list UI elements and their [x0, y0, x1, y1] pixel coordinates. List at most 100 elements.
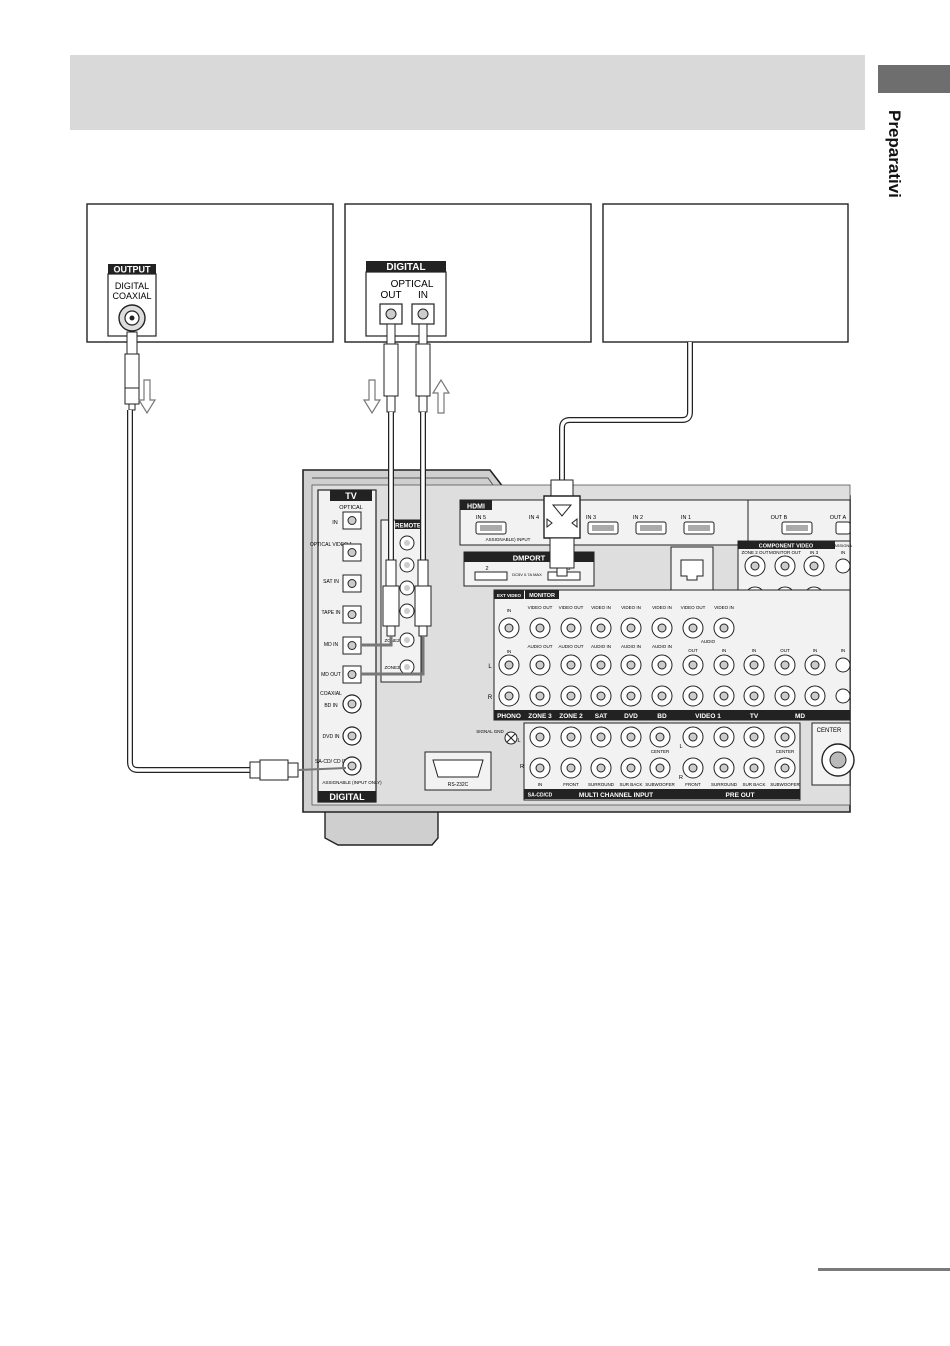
- svg-text:HDMI: HDMI: [467, 504, 485, 511]
- continue-rule: [818, 1268, 950, 1271]
- svg-text:SAT IN: SAT IN: [323, 579, 339, 585]
- optical-cable-out: [361, 323, 400, 647]
- svg-text:ZONE 2: ZONE 2: [559, 713, 583, 720]
- optical-label: OPTICAL: [391, 279, 434, 290]
- flow-arrow-down-optical: [362, 379, 382, 415]
- svg-text:IN 1: IN 1: [681, 515, 691, 521]
- rs232c-port: RS-232C: [424, 751, 492, 791]
- svg-text:REMOTE: REMOTE: [395, 524, 421, 530]
- svg-text:DVD IN: DVD IN: [323, 734, 340, 740]
- svg-text:IN 3: IN 3: [810, 550, 819, 555]
- svg-text:CENTER: CENTER: [817, 728, 842, 734]
- svg-text:PRE OUT: PRE OUT: [726, 792, 755, 799]
- svg-text:SA-CD/CD: SA-CD/CD: [528, 793, 553, 799]
- svg-text:IN: IN: [538, 782, 543, 787]
- svg-text:AUDIO OUT: AUDIO OUT: [527, 644, 552, 649]
- optical-cable-in: [361, 323, 432, 676]
- center-speaker-terminal: CENTER: [811, 722, 855, 786]
- svg-text:OUT A: OUT A: [830, 515, 847, 521]
- svg-text:DC5V 0.7A MAX: DC5V 0.7A MAX: [512, 572, 542, 577]
- svg-text:COAXIAL: COAXIAL: [320, 691, 342, 697]
- svg-text:ASSIGNABLE (INPUT ONLY): ASSIGNABLE (INPUT ONLY): [322, 780, 382, 785]
- svg-text:VIDEO OUT: VIDEO OUT: [528, 605, 553, 610]
- svg-text:AUDIO: AUDIO: [701, 639, 716, 644]
- tv-device-box: [602, 203, 849, 343]
- svg-text:AUDIO IN: AUDIO IN: [652, 644, 672, 649]
- signal-gnd-terminal: SIGNAL GND: [476, 729, 518, 745]
- svg-text:IN: IN: [507, 649, 512, 654]
- section-label: Preparativi: [878, 110, 918, 230]
- coaxial-label: COAXIAL: [112, 291, 151, 301]
- svg-text:MONITOR: MONITOR: [529, 593, 555, 599]
- svg-text:COMPONENT VIDEO: COMPONENT VIDEO: [759, 544, 814, 550]
- svg-text:SUBWOOFER: SUBWOOFER: [645, 782, 675, 787]
- svg-text:R: R: [520, 764, 524, 770]
- md-in-label: MD IN: [324, 642, 339, 648]
- svg-text:SURROUND: SURROUND: [588, 782, 615, 787]
- digital-panel-label: DIGITAL: [386, 262, 425, 273]
- svg-text:SUR BACK: SUR BACK: [619, 782, 642, 787]
- svg-text:VIDEO IN: VIDEO IN: [591, 605, 611, 610]
- svg-text:BD IN: BD IN: [324, 703, 338, 709]
- svg-text:L: L: [488, 664, 492, 670]
- svg-text:R: R: [679, 775, 683, 781]
- svg-text:IN 4: IN 4: [529, 515, 539, 521]
- coaxial-cable: [124, 331, 347, 781]
- svg-text:IN 3: IN 3: [586, 515, 596, 521]
- svg-text:OUT: OUT: [780, 648, 790, 653]
- svg-text:VIDEO OUT: VIDEO OUT: [559, 605, 584, 610]
- output-panel-label: OUTPUT: [114, 265, 152, 275]
- svg-text:ZONE3: ZONE3: [384, 665, 400, 670]
- svg-text:IN 2: IN 2: [633, 515, 643, 521]
- svg-text:FRONT: FRONT: [563, 782, 579, 787]
- svg-text:SIGNAL GND: SIGNAL GND: [476, 729, 504, 734]
- svg-text:DVD: DVD: [624, 713, 638, 720]
- flow-arrow-up-optical: [431, 378, 451, 414]
- svg-text:2: 2: [485, 566, 488, 572]
- svg-text:VIDEO 1: VIDEO 1: [695, 713, 721, 720]
- svg-text:R: R: [488, 695, 493, 701]
- dmport-cable: [543, 342, 693, 577]
- svg-text:ASSIGNABLE) INPUT: ASSIGNABLE) INPUT: [486, 537, 531, 542]
- svg-text:ZONE 2 OUT: ZONE 2 OUT: [741, 550, 768, 555]
- svg-text:MULTI CHANNEL INPUT: MULTI CHANNEL INPUT: [579, 792, 653, 799]
- digital-label: DIGITAL: [115, 281, 149, 291]
- rca-jack-grid: [498, 617, 851, 707]
- svg-text:SURROUND: SURROUND: [711, 782, 738, 787]
- svg-text:RS-232C: RS-232C: [448, 782, 469, 788]
- multichannel-jack-grid: [529, 726, 796, 779]
- svg-text:IN: IN: [722, 648, 727, 653]
- svg-text:CENTER: CENTER: [651, 749, 670, 754]
- in-label: IN: [418, 290, 428, 301]
- md-deck-box: DIGITAL OPTICAL OUT IN: [344, 203, 592, 343]
- hdmi-panel: HDMI IN 5 IN 4 IN 3 IN 2 IN 1 ASSIGNABLE…: [459, 499, 851, 546]
- svg-text:TAPE IN: TAPE IN: [321, 610, 340, 616]
- svg-text:VIDEO OUT: VIDEO OUT: [681, 605, 706, 610]
- svg-text:IN: IN: [813, 648, 818, 653]
- svg-text:IN: IN: [841, 550, 846, 555]
- out-label: OUT: [380, 290, 401, 301]
- svg-text:OPTICAL: OPTICAL: [339, 505, 363, 511]
- svg-text:PHONO: PHONO: [497, 713, 521, 720]
- svg-text:FRONT: FRONT: [685, 782, 701, 787]
- svg-text:VIDEO IN: VIDEO IN: [652, 605, 672, 610]
- svg-text:VIDEO IN: VIDEO IN: [714, 605, 734, 610]
- svg-text:VIDEO IN: VIDEO IN: [621, 605, 641, 610]
- svg-text:L: L: [517, 738, 520, 744]
- svg-text:IN 5: IN 5: [476, 515, 486, 521]
- svg-text:IN: IN: [841, 648, 846, 653]
- svg-text:AUDIO OUT: AUDIO OUT: [558, 644, 583, 649]
- flow-arrow-down-coaxial: [137, 379, 157, 415]
- svg-text:OUT B: OUT B: [771, 515, 788, 521]
- svg-text:AUDIO IN: AUDIO IN: [591, 644, 611, 649]
- svg-text:EXT VIDEO: EXT VIDEO: [497, 593, 522, 598]
- svg-text:TV: TV: [750, 713, 759, 720]
- svg-text:IN: IN: [332, 520, 338, 526]
- svg-text:OUT: OUT: [688, 648, 698, 653]
- tv-header-label: TV: [345, 491, 357, 501]
- header-banner: [70, 55, 865, 130]
- section-label-text: Preparativi: [885, 110, 904, 198]
- analog-io-panel: EXT VIDEO MONITOR IN VIDEO OUT VIDEO OUT…: [488, 589, 851, 721]
- svg-text:ZONE 3: ZONE 3: [528, 713, 552, 720]
- svg-text:SA-CD/ CD IN: SA-CD/ CD IN: [315, 759, 347, 765]
